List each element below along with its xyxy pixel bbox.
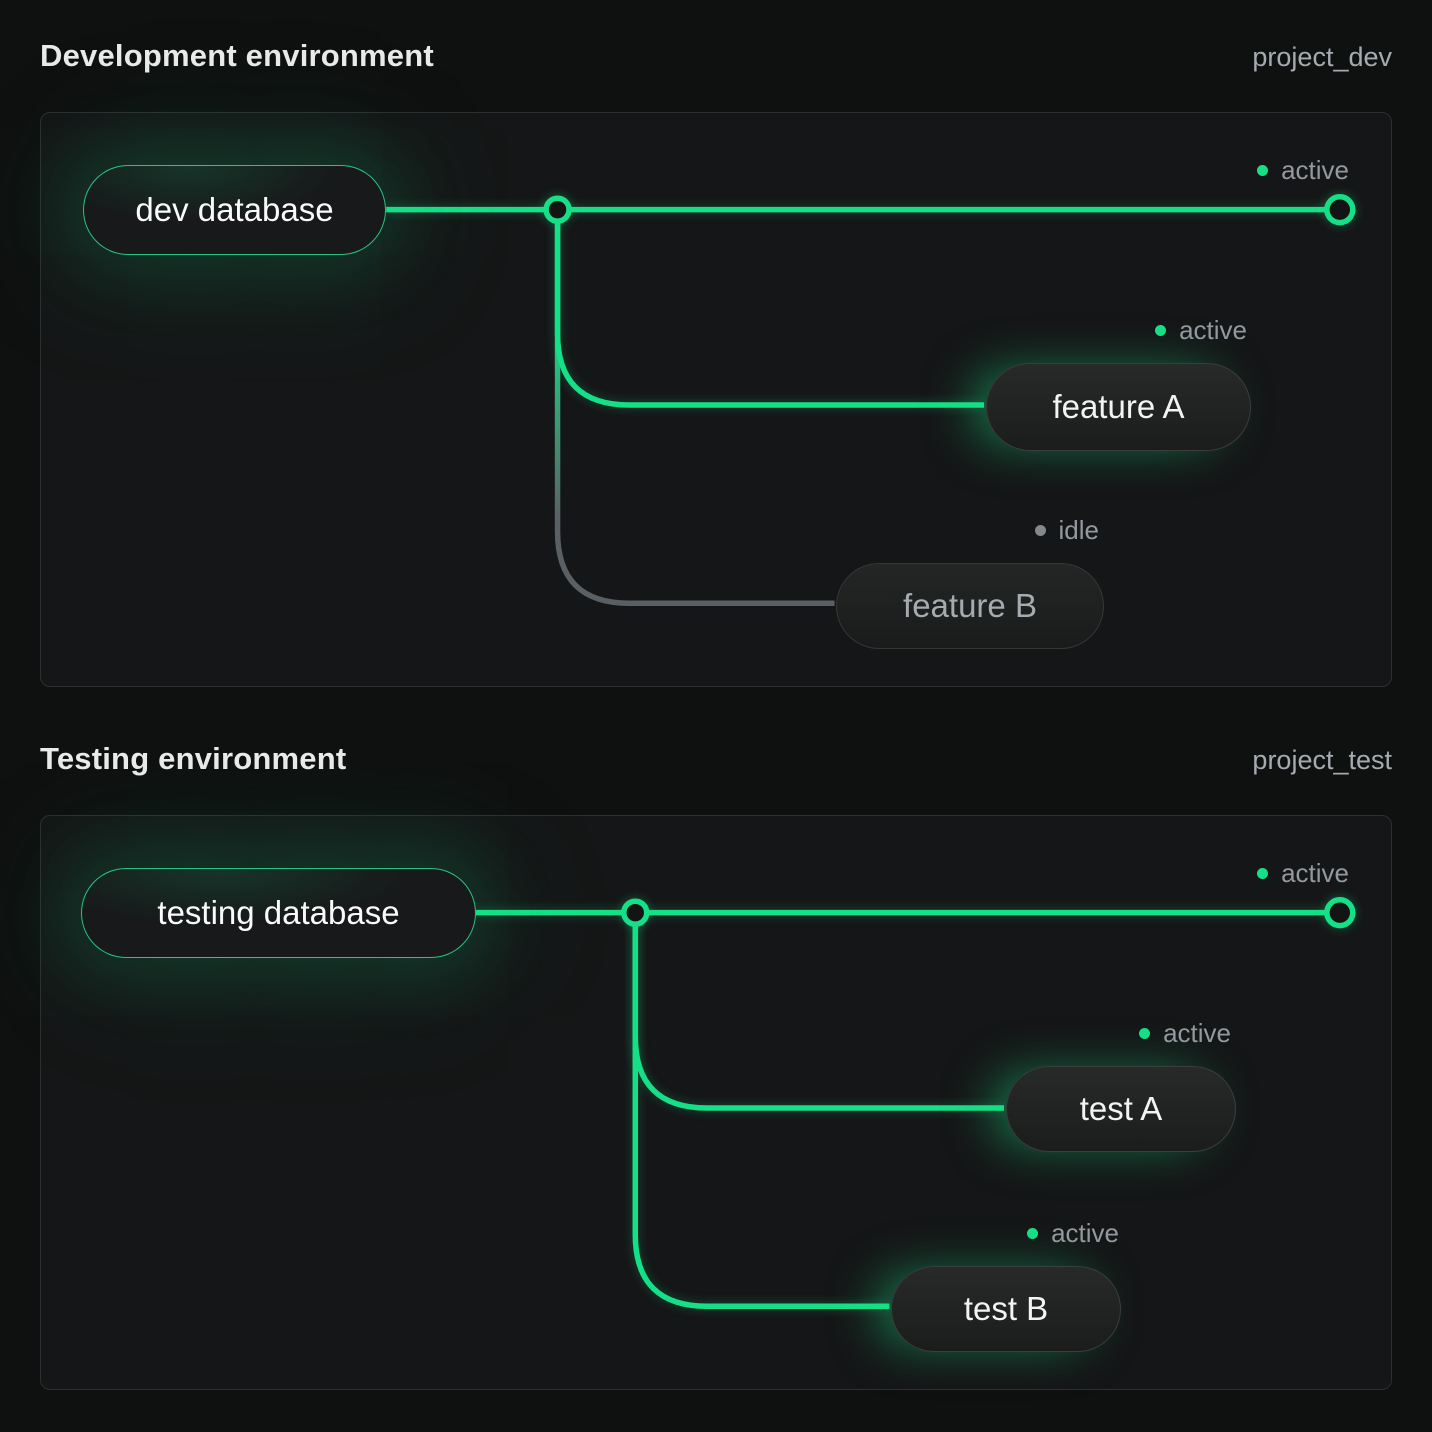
feature-b-label: feature B	[903, 587, 1037, 625]
dev-branch-a-line	[558, 210, 985, 405]
test-a-status: active	[1139, 1018, 1231, 1049]
test-main-status-text: active	[1281, 858, 1349, 889]
test-b-status: active	[1027, 1218, 1119, 1249]
feature-a-node[interactable]: feature A	[986, 363, 1251, 451]
dev-env-title: Development environment	[40, 38, 434, 74]
test-b-status-text: active	[1051, 1218, 1119, 1249]
test-a-label: test A	[1080, 1090, 1163, 1128]
active-dot-icon	[1027, 1228, 1038, 1239]
test-branch-a-line	[635, 913, 1004, 1108]
feature-a-status: active	[1155, 315, 1247, 346]
idle-dot-icon	[1035, 525, 1046, 536]
test-junction-node	[624, 901, 647, 924]
dev-main-status-text: active	[1281, 155, 1349, 186]
test-env-title: Testing environment	[40, 741, 346, 777]
test-a-node[interactable]: test A	[1006, 1066, 1236, 1152]
feature-b-node[interactable]: feature B	[836, 563, 1104, 649]
dev-junction-node	[546, 198, 569, 221]
test-b-node[interactable]: test B	[891, 1266, 1121, 1352]
feature-a-label: feature A	[1052, 388, 1184, 426]
active-dot-icon	[1257, 868, 1268, 879]
dev-main-endpoint-node	[1327, 197, 1353, 223]
test-project-label: project_test	[1252, 745, 1392, 776]
feature-b-status-text: idle	[1059, 515, 1099, 546]
test-a-status-text: active	[1163, 1018, 1231, 1049]
dev-branch-panel: dev database active active feature A idl…	[40, 112, 1392, 687]
testing-database-label: testing database	[157, 894, 399, 932]
testing-database-node[interactable]: testing database	[81, 868, 476, 958]
test-env-header: Testing environment project_test	[40, 741, 1392, 789]
feature-b-status: idle	[1035, 515, 1099, 546]
active-dot-icon	[1139, 1028, 1150, 1039]
test-b-label: test B	[964, 1290, 1048, 1328]
dev-project-label: project_dev	[1252, 42, 1392, 73]
feature-a-status-text: active	[1179, 315, 1247, 346]
dev-database-label: dev database	[135, 191, 333, 229]
active-dot-icon	[1155, 325, 1166, 336]
active-dot-icon	[1257, 165, 1268, 176]
test-main-endpoint-node	[1327, 900, 1353, 926]
dev-database-node[interactable]: dev database	[83, 165, 386, 255]
dev-env-header: Development environment project_dev	[40, 38, 1392, 86]
test-branch-panel: testing database active active test A ac…	[40, 815, 1392, 1390]
dev-main-status: active	[1257, 155, 1349, 186]
test-main-status: active	[1257, 858, 1349, 889]
